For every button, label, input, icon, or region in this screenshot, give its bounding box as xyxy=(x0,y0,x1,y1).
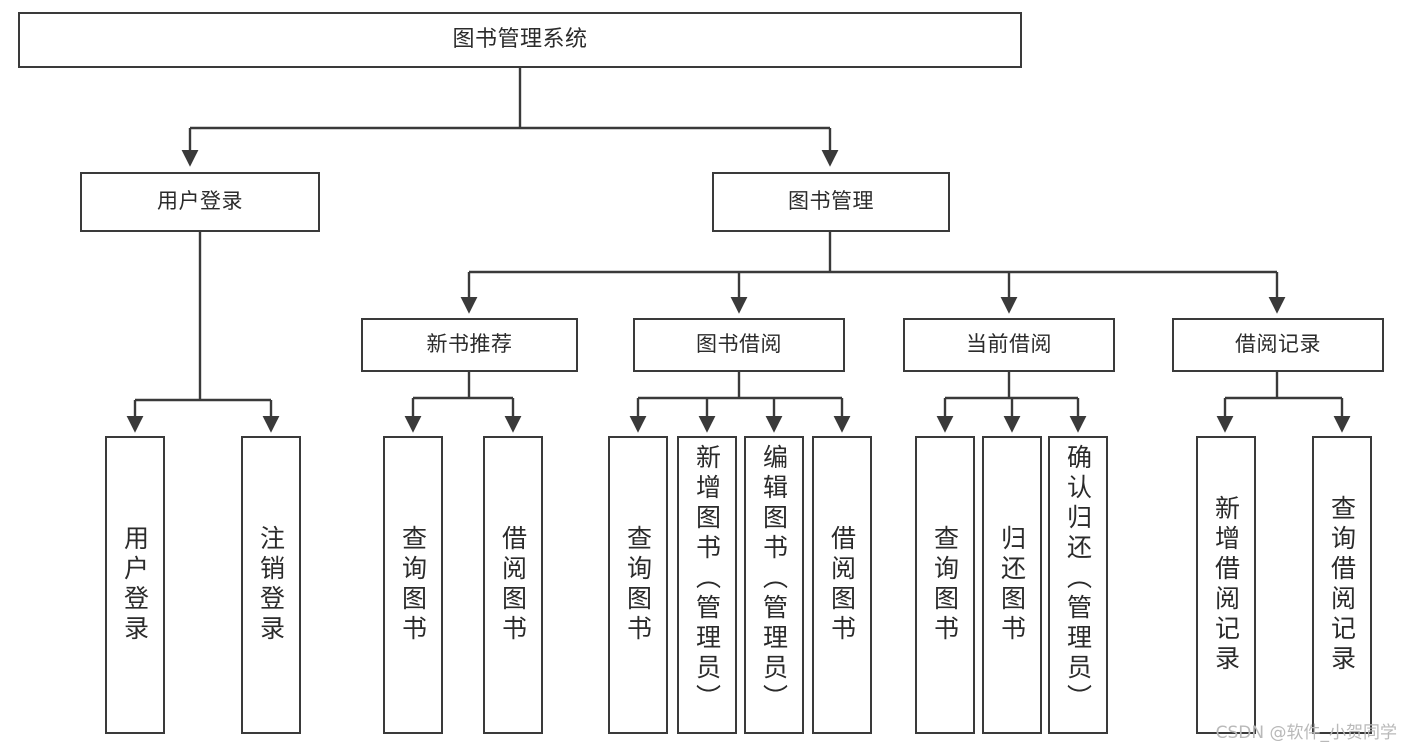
node-label: 新书推荐 xyxy=(426,332,513,357)
node-label: 图书管理 xyxy=(788,189,874,214)
node-label: 借阅记录 xyxy=(1235,332,1321,357)
node-label: 查询图书 xyxy=(930,525,960,645)
node-label: 当前借阅 xyxy=(966,332,1052,357)
node-label: 编辑图书（管理员） xyxy=(759,444,789,714)
leaf-query-book-borrow[interactable]: 查询图书 xyxy=(608,436,668,734)
node-label: 查询借阅记录 xyxy=(1327,495,1357,675)
leaf-logout[interactable]: 注销登录 xyxy=(241,436,301,734)
node-label: 用户登录 xyxy=(157,189,243,214)
node-label: 确认归还（管理员） xyxy=(1063,444,1093,714)
leaf-query-book-current[interactable]: 查询图书 xyxy=(915,436,975,734)
node-label: 归还图书 xyxy=(997,525,1027,645)
node-new-book-recommend[interactable]: 新书推荐 xyxy=(361,318,578,372)
node-book-borrow[interactable]: 图书借阅 xyxy=(633,318,845,372)
node-book-management-system[interactable]: 图书管理系统 xyxy=(18,12,1022,68)
node-label: 借阅图书 xyxy=(498,525,528,645)
node-label: 查询图书 xyxy=(623,525,653,645)
node-label: 借阅图书 xyxy=(827,525,857,645)
leaf-query-borrow-record[interactable]: 查询借阅记录 xyxy=(1312,436,1372,734)
leaf-query-book-recommend[interactable]: 查询图书 xyxy=(383,436,443,734)
node-label: 新增图书（管理员） xyxy=(692,444,722,714)
leaf-add-book-admin[interactable]: 新增图书（管理员） xyxy=(677,436,737,734)
leaf-add-borrow-record[interactable]: 新增借阅记录 xyxy=(1196,436,1256,734)
node-current-borrow[interactable]: 当前借阅 xyxy=(903,318,1115,372)
node-label: 图书管理系统 xyxy=(452,26,588,52)
watermark-text: CSDN @软件_小贺同学 xyxy=(1215,723,1397,743)
node-label: 查询图书 xyxy=(398,525,428,645)
node-label: 注销登录 xyxy=(256,525,286,645)
leaf-borrow-book[interactable]: 借阅图书 xyxy=(812,436,872,734)
leaf-return-book[interactable]: 归还图书 xyxy=(982,436,1042,734)
leaf-borrow-book-recommend[interactable]: 借阅图书 xyxy=(483,436,543,734)
leaf-user-login[interactable]: 用户登录 xyxy=(105,436,165,734)
node-label: 图书借阅 xyxy=(696,332,782,357)
leaf-edit-book-admin[interactable]: 编辑图书（管理员） xyxy=(744,436,804,734)
node-label: 用户登录 xyxy=(120,525,150,645)
node-user-login[interactable]: 用户登录 xyxy=(80,172,320,232)
leaf-confirm-return-admin[interactable]: 确认归还（管理员） xyxy=(1048,436,1108,734)
node-borrow-record[interactable]: 借阅记录 xyxy=(1172,318,1384,372)
node-book-management[interactable]: 图书管理 xyxy=(712,172,950,232)
node-label: 新增借阅记录 xyxy=(1211,495,1241,675)
